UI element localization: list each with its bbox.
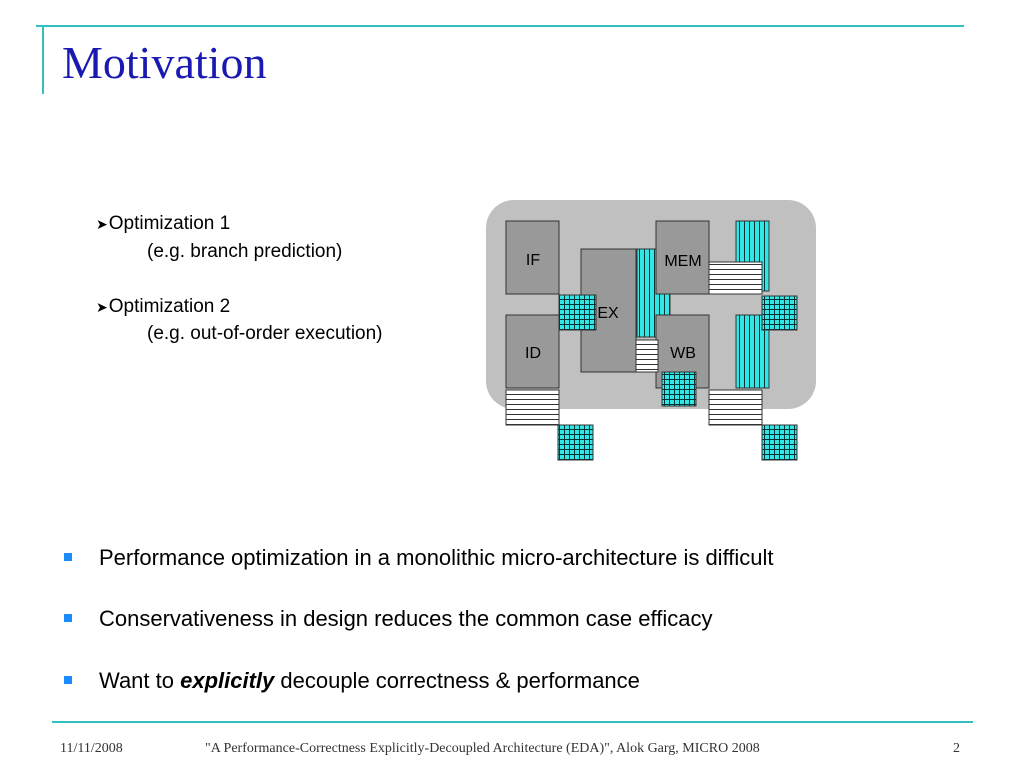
stage-label-mem: MEM — [664, 253, 701, 270]
arrow-bullet-icon: ➤ — [96, 299, 108, 315]
top-accent-line — [36, 25, 964, 27]
optimization-1-label: Optimization 1 — [108, 213, 231, 234]
white-striped-block — [708, 389, 763, 426]
stage-label-if: IF — [526, 252, 540, 269]
bullet-prefix: Want to — [99, 668, 181, 693]
bullet-text: Performance optimization in a monolithic… — [99, 545, 774, 570]
stage-id — [505, 314, 560, 389]
footer-accent-line — [52, 721, 973, 723]
footer-date: 11/11/2008 — [60, 741, 123, 756]
square-bullet-icon — [64, 553, 72, 561]
white-striped-block — [708, 261, 763, 295]
optimization-1-detail: (e.g. branch prediction) — [147, 241, 343, 262]
optimization-1: ➤Optimization 1 — [96, 213, 230, 235]
bullet-text: Conservativeness in design reduces the c… — [99, 606, 713, 631]
cyan-grid-block — [661, 371, 697, 407]
bullet-suffix: decouple correctness & performance — [274, 668, 640, 693]
stage-mem — [655, 220, 710, 295]
optimization-2-detail: (e.g. out-of-order execution) — [147, 323, 383, 344]
stage-if — [505, 220, 560, 295]
stage-label-ex: EX — [597, 305, 619, 322]
bullet-emphasis: explicitly — [180, 668, 275, 693]
cyan-grid-block — [557, 424, 594, 461]
optimization-2-label: Optimization 2 — [108, 296, 231, 317]
square-bullet-icon — [64, 676, 72, 684]
cyan-grid-block — [558, 294, 597, 331]
left-accent-line — [42, 26, 44, 94]
cyan-grid-block — [761, 424, 798, 461]
optimization-2: ➤Optimization 2 — [96, 296, 230, 318]
bullet-item: Conservativeness in design reduces the c… — [64, 606, 712, 632]
stage-label-wb: WB — [670, 345, 696, 362]
arrow-bullet-icon: ➤ — [96, 216, 108, 232]
footer-page-number: 2 — [953, 741, 960, 756]
white-striped-block — [505, 389, 560, 426]
cyan-grid-block — [761, 295, 798, 331]
square-bullet-icon — [64, 614, 72, 622]
bullet-item: Want to explicitly decouple correctness … — [64, 668, 640, 694]
white-striped-block — [635, 339, 659, 373]
bullet-item: Performance optimization in a monolithic… — [64, 545, 774, 571]
stage-label-id: ID — [525, 345, 541, 362]
slide-title: Motivation — [62, 37, 267, 88]
footer-citation: "A Performance-Correctness Explicitly-De… — [205, 741, 760, 756]
